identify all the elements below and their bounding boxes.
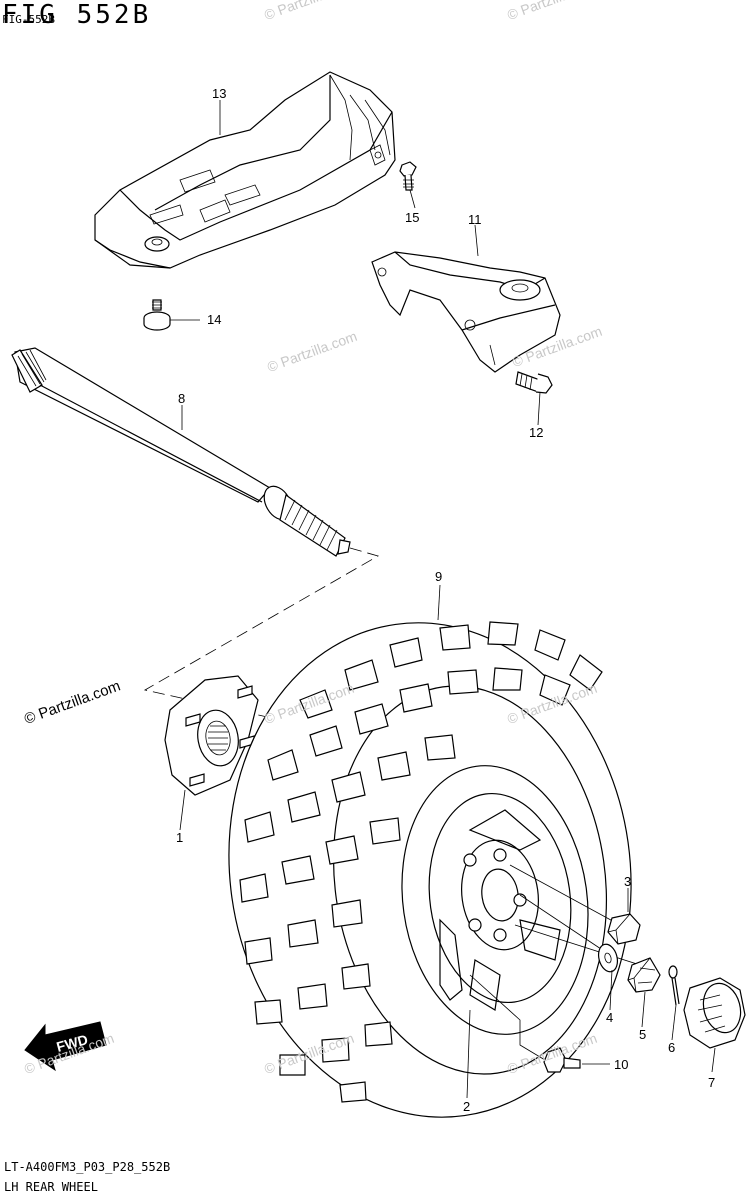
callout-11[interactable]: 11 [468,212,482,227]
callout-7[interactable]: 7 [708,1075,716,1090]
callout-3[interactable]: 3 [624,874,632,889]
part-3-lug-nut[interactable] [607,913,641,945]
callout-9[interactable]: 9 [435,569,443,584]
callout-14[interactable]: 14 [207,312,222,327]
part-13-skid-plate[interactable] [94,71,396,269]
callout-1[interactable]: 1 [176,830,184,845]
leader-5 [514,924,641,966]
part-7-hub-cap[interactable] [683,977,746,1049]
fwd-arrow [24,1021,107,1072]
part-12-bolt[interactable] [515,371,553,394]
part-2-rim[interactable] [385,754,605,1047]
callout-4[interactable]: 4 [606,1010,614,1025]
figure-subtitle: FIG-552B [2,13,55,26]
callout-15[interactable]: 15 [405,210,420,225]
leader-10 [469,974,546,1061]
leader-4 [519,894,611,956]
callout-8[interactable]: 8 [178,391,186,406]
footer-name: LH REAR WHEEL [4,1180,98,1194]
part-5-castle-nut[interactable] [627,957,661,993]
callout-10[interactable]: 10 [614,1057,629,1072]
part-15-bolt[interactable] [399,161,417,191]
callout-leaders [170,100,716,1099]
part-11-bracket[interactable] [371,251,561,373]
part-6-cotter-pin[interactable] [668,965,680,1006]
part-10-valve[interactable] [543,1047,581,1073]
callout-5[interactable]: 5 [639,1027,647,1042]
callout-12[interactable]: 12 [529,425,544,440]
part-4-washer[interactable] [596,942,621,974]
callout-13[interactable]: 13 [212,86,227,101]
leader-3 [509,864,621,926]
footer-code: LT-A400FM3_P03_P28_552B [4,1160,171,1174]
callout-2[interactable]: 2 [463,1099,471,1114]
part-14-flange-nut[interactable] [143,299,171,331]
part-1-hub[interactable] [164,675,259,796]
callout-6[interactable]: 6 [668,1040,676,1055]
figure-title: FIG 552B [2,0,152,30]
part-8-axle[interactable] [11,347,351,557]
axle-hub-leader [143,547,380,723]
